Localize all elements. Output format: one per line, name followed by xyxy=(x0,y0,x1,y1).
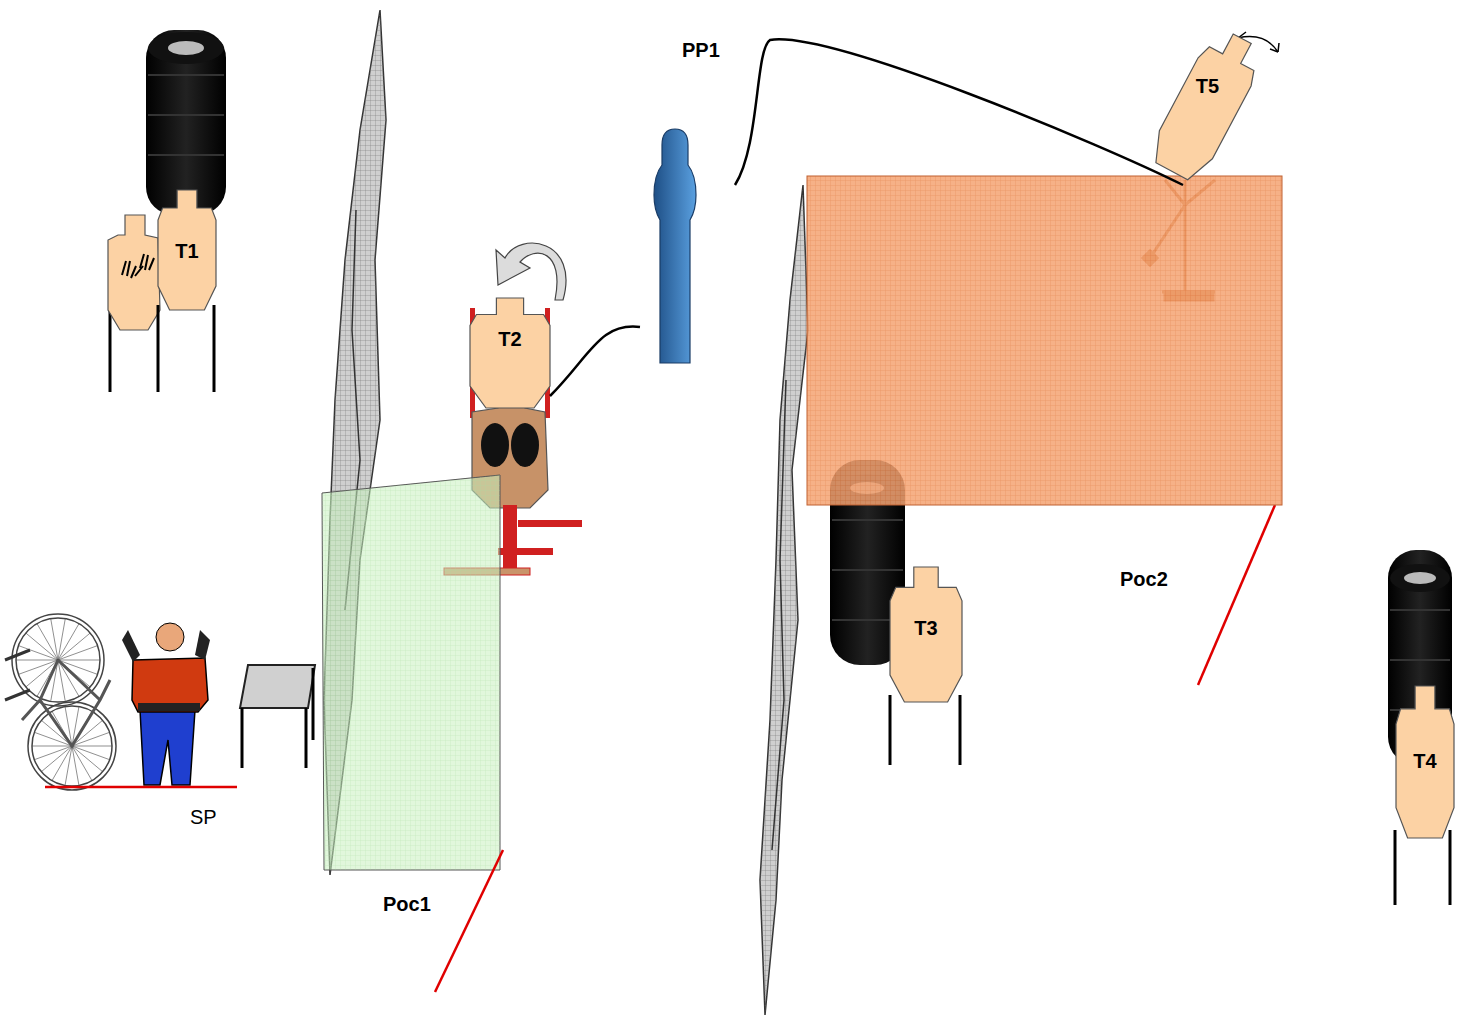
activation-wire xyxy=(550,327,640,396)
target-stand xyxy=(158,305,214,392)
wall xyxy=(760,185,808,1015)
tire-stack xyxy=(146,30,226,215)
target-label: T5 xyxy=(1155,25,1260,98)
target-stand xyxy=(890,695,960,765)
target-label: T4 xyxy=(1396,686,1454,773)
target-outline xyxy=(1155,25,1260,185)
table xyxy=(240,665,315,768)
target-label: T3 xyxy=(890,567,962,640)
target-outline xyxy=(640,35,735,367)
shoot-target: T5 xyxy=(1155,25,1260,185)
target-label: PP1 xyxy=(640,39,735,62)
activation-wire xyxy=(735,39,1183,185)
no-shoot-target xyxy=(108,215,160,392)
start-position-label: SP xyxy=(190,806,217,829)
target-label: T1 xyxy=(158,190,216,263)
target-label: T2 xyxy=(470,298,550,351)
bicycle xyxy=(5,614,116,790)
soft-cover-panel xyxy=(322,475,500,870)
point-of-cover-label: Poc2 xyxy=(1120,568,1168,591)
point-of-cover-label: Poc1 xyxy=(383,893,431,916)
shoot-target: T1 xyxy=(158,190,216,310)
shoot-target: T4 xyxy=(1396,686,1454,838)
shoot-target: T2 xyxy=(470,298,550,408)
shooter xyxy=(122,623,210,785)
target-outline xyxy=(470,298,550,408)
target-stand xyxy=(1395,830,1450,905)
fault-line xyxy=(45,505,1275,992)
shoot-target: T3 xyxy=(890,567,962,702)
hard-cover-barrier xyxy=(807,176,1282,505)
popper-target: PP1 xyxy=(640,35,735,367)
